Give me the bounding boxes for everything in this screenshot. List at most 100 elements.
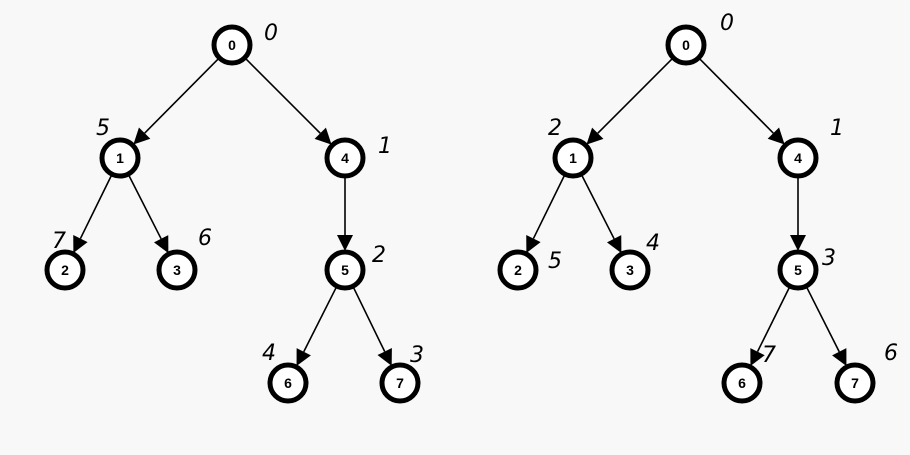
arrowhead-icon xyxy=(586,127,604,145)
node-7: 76 xyxy=(834,341,898,404)
node-6: 67 xyxy=(721,343,776,404)
node-annotation: 5 xyxy=(96,116,110,141)
arrowhead-icon xyxy=(73,235,88,253)
node-annotation: 3 xyxy=(410,343,424,368)
node-annotation: 7 xyxy=(52,229,66,254)
arrowhead-icon xyxy=(832,348,847,367)
node-label: 6 xyxy=(738,375,746,391)
node-circle xyxy=(156,249,198,291)
edge-line xyxy=(303,285,338,353)
node-annotation: 2 xyxy=(548,116,562,141)
node-annotation: 6 xyxy=(198,226,212,251)
edge-0-1 xyxy=(133,57,220,145)
node-label: 5 xyxy=(794,262,802,278)
node-annotation: 0 xyxy=(264,21,278,46)
node-circle xyxy=(379,362,421,404)
node-annotation: 0 xyxy=(720,11,734,36)
edge-5-7 xyxy=(352,285,392,366)
node-label: 7 xyxy=(851,375,859,391)
edge-4-5 xyxy=(790,176,806,251)
edge-line xyxy=(352,285,386,352)
node-circle xyxy=(777,249,819,291)
arrowhead-icon xyxy=(337,235,353,251)
edge-line xyxy=(244,57,321,134)
node-1: 15 xyxy=(96,116,141,179)
node-0: 00 xyxy=(665,11,734,66)
edge-0-1 xyxy=(586,57,674,145)
node-label: 5 xyxy=(341,262,349,278)
node-5: 52 xyxy=(324,243,386,291)
arrowhead-icon xyxy=(526,235,541,253)
node-circle xyxy=(99,137,141,179)
node-label: 0 xyxy=(228,37,236,53)
arrowhead-icon xyxy=(767,127,785,145)
node-label: 4 xyxy=(794,150,802,166)
edge-5-6 xyxy=(296,285,338,367)
node-label: 1 xyxy=(569,150,577,166)
node-circle xyxy=(267,362,309,404)
node-3: 34 xyxy=(609,231,660,291)
node-annotation: 7 xyxy=(762,343,776,368)
node-label: 6 xyxy=(284,375,292,391)
edge-line xyxy=(756,285,791,352)
edge-0-4 xyxy=(698,57,785,145)
node-circle xyxy=(497,249,539,291)
node-circle xyxy=(324,249,366,291)
edge-line xyxy=(127,173,162,240)
node-label: 0 xyxy=(682,37,690,53)
edge-1-2 xyxy=(73,173,113,253)
edge-1-3 xyxy=(580,173,622,254)
node-annotation: 6 xyxy=(884,341,898,366)
node-label: 3 xyxy=(626,262,634,278)
node-annotation: 2 xyxy=(372,243,386,268)
arrowhead-icon xyxy=(790,235,806,251)
node-circle xyxy=(721,362,763,404)
node-7: 73 xyxy=(379,343,424,404)
arrowhead-icon xyxy=(296,348,311,367)
node-circle xyxy=(777,137,819,179)
node-label: 7 xyxy=(396,375,404,391)
node-circle xyxy=(665,24,707,66)
arrowhead-icon xyxy=(750,348,765,366)
node-label: 3 xyxy=(173,262,181,278)
edge-line xyxy=(144,57,220,134)
node-circle xyxy=(834,362,876,404)
node-label: 2 xyxy=(514,262,522,278)
node-4: 41 xyxy=(777,116,844,179)
node-annotation: 5 xyxy=(548,249,562,274)
edge-line xyxy=(79,173,113,239)
edge-1-3 xyxy=(127,173,169,254)
arrowhead-icon xyxy=(314,127,332,145)
node-circle xyxy=(609,249,651,291)
node-circle xyxy=(44,249,86,291)
edge-5-6 xyxy=(750,285,791,366)
node-circle xyxy=(211,24,253,66)
node-label: 2 xyxy=(61,262,69,278)
arrowhead-icon xyxy=(377,348,392,366)
node-1: 12 xyxy=(548,116,594,179)
edge-5-7 xyxy=(805,285,847,367)
node-annotation: 3 xyxy=(822,246,836,271)
node-6: 64 xyxy=(262,341,309,404)
node-annotation: 4 xyxy=(646,231,660,256)
node-annotation: 1 xyxy=(830,116,844,141)
edge-line xyxy=(805,285,840,353)
edge-line xyxy=(698,57,774,134)
arrowhead-icon xyxy=(153,235,169,254)
node-3: 36 xyxy=(156,226,212,291)
node-annotation: 4 xyxy=(262,341,276,366)
edge-line xyxy=(532,173,566,239)
edge-line xyxy=(597,57,674,134)
node-2: 27 xyxy=(44,229,86,291)
node-label: 1 xyxy=(116,150,124,166)
edge-4-5 xyxy=(337,176,353,251)
edge-0-4 xyxy=(244,57,332,145)
